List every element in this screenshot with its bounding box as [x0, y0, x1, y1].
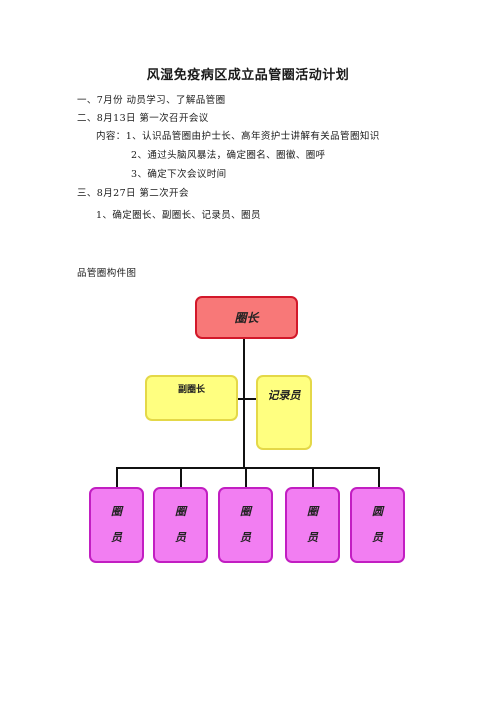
member-label-top: 圈 — [175, 505, 186, 518]
recorder-label: 记录员 — [267, 389, 301, 402]
member-label-bottom: 员 — [240, 531, 251, 544]
chair-label: 圈长 — [234, 311, 259, 325]
plan-item-3: 三、8月27日 第二次开会 — [77, 188, 189, 199]
page-title: 风湿免疫病区成立品管圈活动计划 — [146, 68, 350, 83]
plan-item-2-content-2: 2、通过头脑风暴法，确定圈名、圈徽、圈呼 — [131, 150, 326, 161]
member-box: 圈 员 — [89, 487, 144, 563]
member-label-bottom: 员 — [175, 531, 186, 544]
chair-box: 圈长 — [195, 296, 298, 339]
member-label-top: 圆 — [372, 505, 383, 518]
member-label-top: 圈 — [111, 505, 122, 518]
plan-item-2: 二、8月13日 第一次召开会议 — [77, 113, 209, 124]
plan-item-1: 一、7月份 动员学习、了解品管圈 — [77, 95, 226, 106]
member-drop-line — [378, 467, 380, 487]
member-box: 圆 员 — [350, 487, 405, 563]
vice-chair-label: 副圈长 — [177, 385, 205, 395]
members-bus-line — [116, 467, 380, 469]
member-label-bottom: 员 — [111, 531, 122, 544]
member-box: 圈 员 — [153, 487, 208, 563]
member-label-bottom: 员 — [307, 531, 318, 544]
member-drop-line — [180, 467, 182, 487]
vice-chair-box: 副圈长 — [145, 375, 238, 421]
member-drop-line — [245, 467, 247, 487]
recorder-connector — [238, 398, 256, 400]
member-drop-line — [312, 467, 314, 487]
trunk-line — [243, 339, 245, 468]
member-label-top: 圈 — [307, 505, 318, 518]
plan-item-2-content-3: 3、确定下次会议时间 — [131, 169, 227, 180]
member-label-top: 圈 — [240, 505, 251, 518]
member-box: 圈 员 — [218, 487, 273, 563]
plan-item-3-content-1: 1、确定圈长、副圈长、记录员、圈员 — [96, 210, 261, 221]
plan-item-2-content-1: 内容：1、认识品管圈由护士长、高年资护士讲解有关品管圈知识 — [96, 131, 380, 142]
member-label-bottom: 员 — [372, 531, 383, 544]
recorder-box: 记录员 — [256, 375, 312, 450]
member-box: 圈 员 — [285, 487, 340, 563]
chart-caption: 品管圈构件图 — [77, 268, 137, 279]
member-drop-line — [116, 467, 118, 487]
